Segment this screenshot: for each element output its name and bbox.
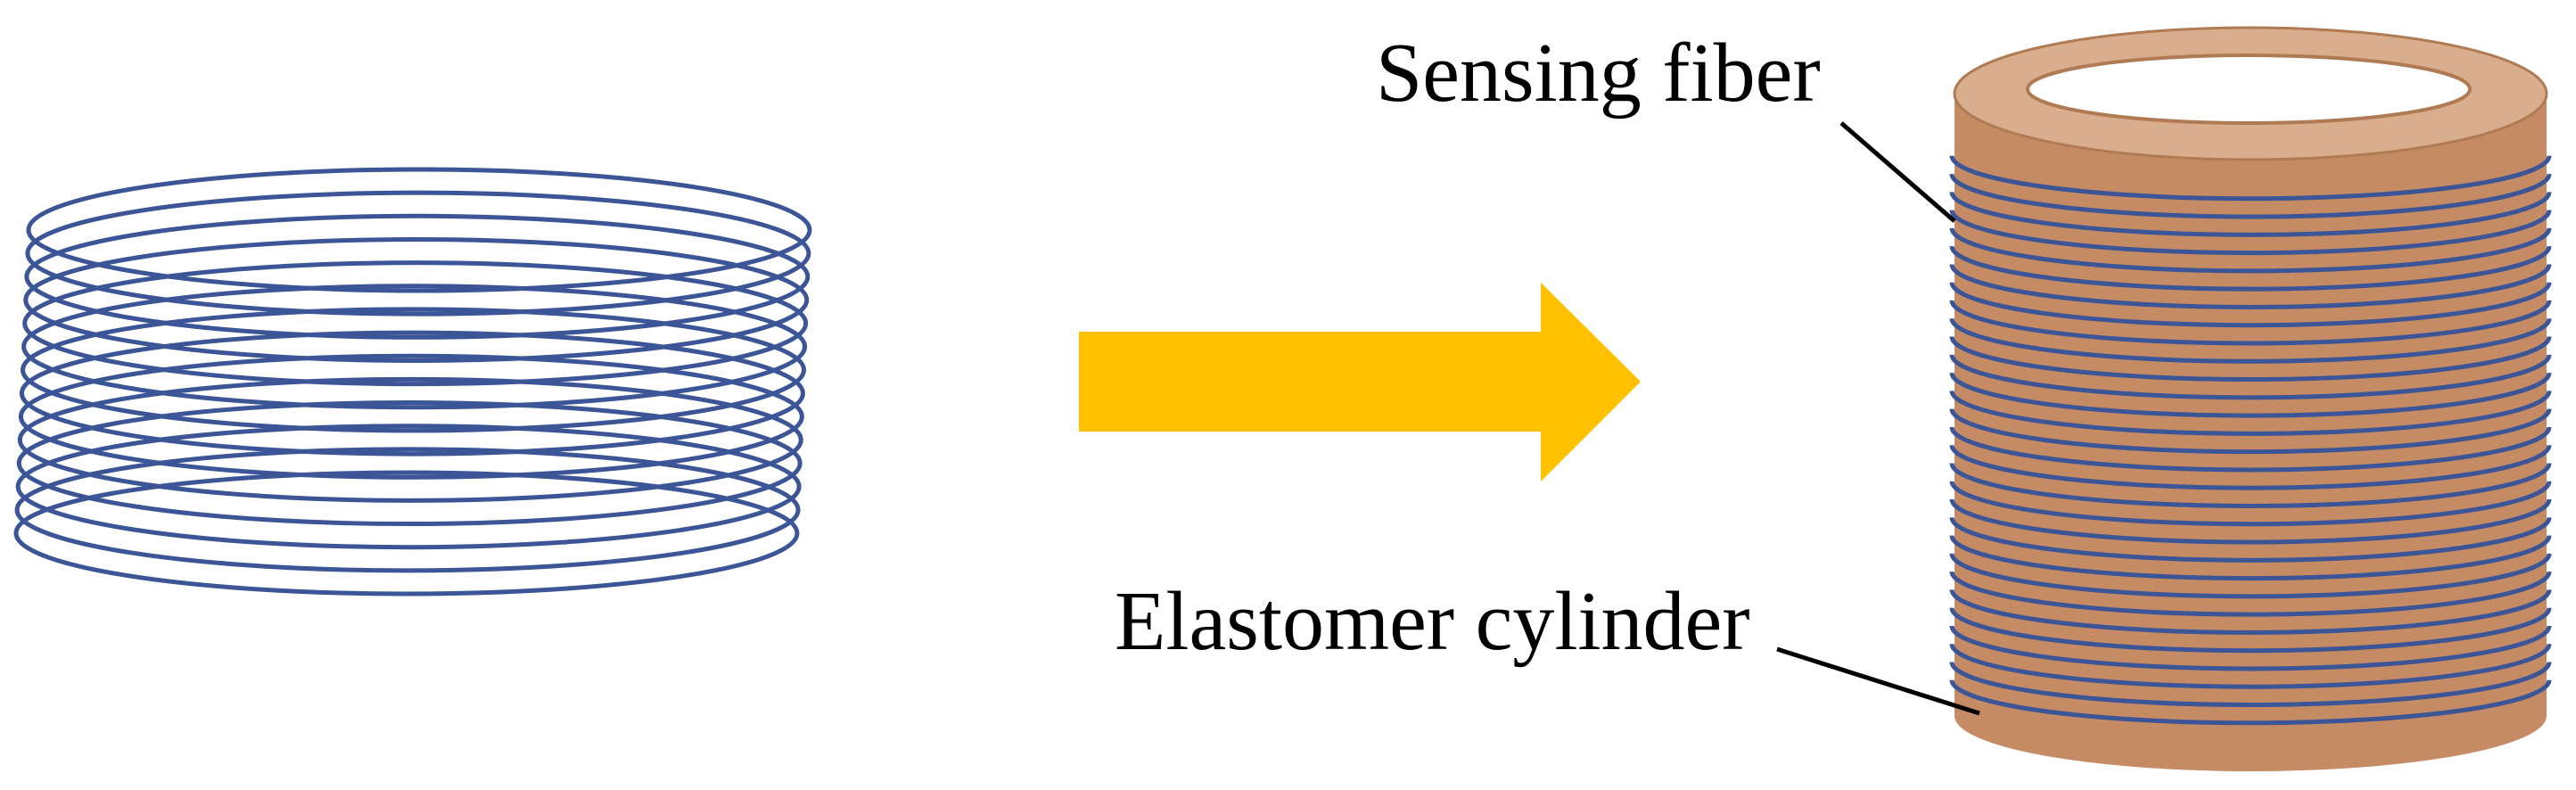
wound-fiber-loop bbox=[1949, 408, 2552, 455]
sensing-fiber-leader-line bbox=[1839, 121, 1956, 223]
fiber-loop bbox=[13, 470, 800, 597]
wound-fiber-loop bbox=[1949, 662, 2552, 708]
fiber-loop bbox=[21, 284, 808, 410]
wound-fiber-loop bbox=[1949, 264, 2552, 309]
fiber-loop bbox=[17, 376, 803, 503]
wound-fiber-loop bbox=[1949, 336, 2552, 383]
wound-fiber-loop bbox=[1949, 463, 2552, 508]
wound-fiber-loop bbox=[1949, 391, 2552, 436]
wound-fiber-loop bbox=[1949, 245, 2552, 292]
wound-fiber-loop bbox=[1949, 192, 2552, 237]
elastomer-cylinder-label: Elastomer cylinder bbox=[1115, 575, 1750, 668]
elastomer-cylinder-leader-line bbox=[1776, 646, 1980, 716]
fiber-loop bbox=[16, 400, 802, 527]
wound-fiber-coils bbox=[1949, 155, 2552, 726]
loose-fiber-coil-icon bbox=[13, 167, 812, 597]
right-arrow-icon bbox=[1079, 283, 1641, 481]
wound-fiber-loop bbox=[1949, 481, 2552, 527]
fiber-loop bbox=[15, 424, 802, 550]
fiber-loop bbox=[26, 167, 812, 293]
fiber-loop bbox=[24, 213, 811, 340]
fiber-loop bbox=[22, 260, 809, 387]
sensing-fiber-label: Sensing fiber bbox=[1376, 27, 1821, 119]
wound-fiber-loop bbox=[1949, 589, 2552, 635]
wound-fiber-loop bbox=[1949, 535, 2552, 581]
wound-fiber-loop bbox=[1949, 643, 2552, 689]
wound-fiber-loop bbox=[1949, 282, 2552, 328]
wound-fiber-loop bbox=[1949, 607, 2552, 654]
cylinder-inner-hole bbox=[2026, 53, 2472, 125]
wound-fiber-loop bbox=[1949, 318, 2552, 364]
fiber-loop bbox=[18, 353, 804, 480]
fiber-wound-cylinder-icon bbox=[1949, 26, 2552, 771]
wound-fiber-loop bbox=[1949, 444, 2552, 490]
wound-fiber-loop bbox=[1949, 354, 2552, 400]
fiber-loop bbox=[21, 307, 807, 433]
wound-fiber-loop bbox=[1949, 571, 2552, 617]
wound-fiber-loop bbox=[1949, 426, 2552, 473]
wound-fiber-loop bbox=[1949, 173, 2552, 219]
wound-fiber-loop bbox=[1949, 553, 2552, 599]
fiber-loop bbox=[14, 447, 801, 573]
wound-fiber-loop bbox=[1949, 300, 2552, 346]
wound-fiber-loop bbox=[1949, 155, 2552, 202]
wound-fiber-loop bbox=[1949, 498, 2552, 545]
wound-fiber-loop bbox=[1949, 210, 2552, 256]
fiber-loop bbox=[25, 190, 811, 317]
wound-fiber-loop bbox=[1949, 517, 2552, 563]
wound-fiber-loop bbox=[1949, 227, 2552, 274]
wound-fiber-loop bbox=[1949, 679, 2552, 726]
fiber-loop bbox=[19, 330, 805, 457]
wound-fiber-loop bbox=[1949, 372, 2552, 418]
fiber-loop bbox=[23, 236, 810, 363]
wound-fiber-loop bbox=[1949, 625, 2552, 671]
